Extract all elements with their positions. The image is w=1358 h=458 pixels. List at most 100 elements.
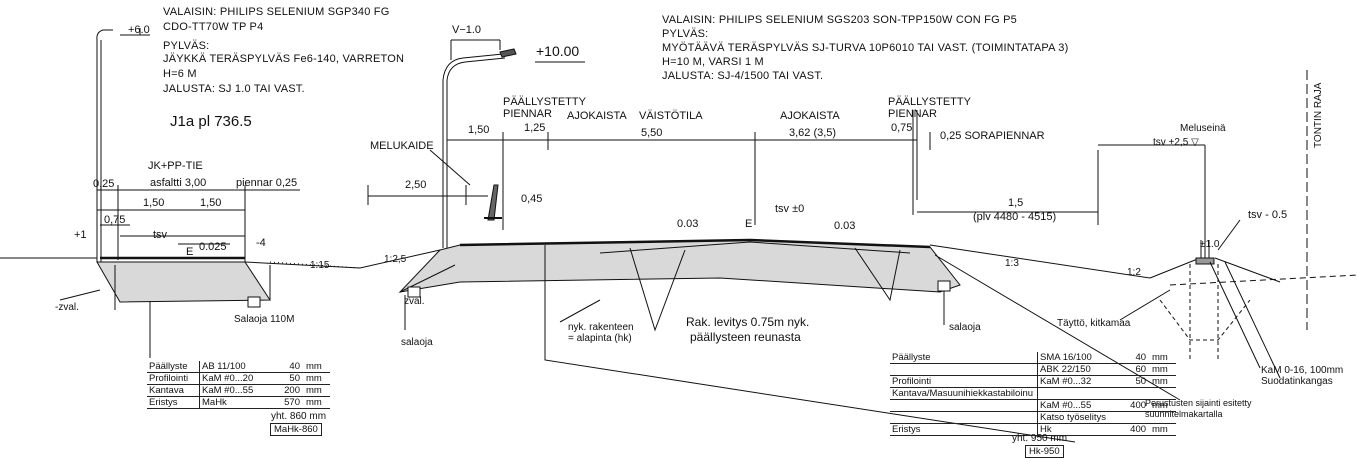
right-table-total: yht. 950 mm [1012, 433, 1068, 444]
main-road-structure [398, 239, 961, 293]
layer-unit: mm [1150, 399, 1177, 412]
meluseina-label: Meluseinä [1180, 123, 1226, 134]
nyk-rakenne-2: = alapinta (hk) [568, 333, 632, 344]
tsv-minus05: tsv - 0.5 [1248, 209, 1288, 221]
layer-val: 570 [276, 396, 304, 409]
perustus-note-2: suunnitelmakartalla [1145, 409, 1223, 419]
jk-pp-label: JK+PP-TIE [148, 160, 203, 172]
layer-mat: KaM #0...55 [199, 384, 276, 397]
suodatinkangas-label: Suodatinkangas [1261, 376, 1333, 387]
layer-mat: ABK 22/150 [1037, 363, 1115, 376]
left-lamp-valaisin: VALAISIN: PHILIPS SELENIUM SGP340 FG [163, 6, 390, 18]
left-table-total: yht. 860 mm [271, 411, 327, 422]
layer-mat: KaM #0...32 [1037, 375, 1115, 388]
layer-name: Kantava [147, 384, 200, 397]
layer-val: 60 [1114, 363, 1151, 376]
layer-unit: mm [304, 384, 330, 397]
plv-range: (plv 4480 - 4515) [973, 211, 1057, 223]
level-10: ±1.0 [1200, 239, 1220, 250]
layer-unit [1150, 411, 1177, 424]
layer-mat [1037, 387, 1115, 400]
rak-levitys-2: päällysteen reunasta [690, 330, 801, 344]
layer-unit: mm [304, 372, 330, 385]
layer-name: Päällyste [890, 352, 1039, 364]
ajokaista-left: AJOKAISTA [567, 110, 627, 122]
dim-075-right: 0,75 [891, 122, 913, 134]
paallystetty-right: PÄÄLLYSTETTY [888, 96, 971, 108]
layer-row: Kantava/Masuunihiekkastabiloinu [890, 387, 1177, 400]
right-lamp-height: H=10 M, VARSI 1 M [662, 56, 764, 68]
zval-left: -zval. [55, 302, 79, 313]
layer-unit: mm [304, 396, 330, 409]
slope-0025: 0.025 [199, 241, 227, 253]
layer-val [1114, 387, 1151, 400]
layer-val [1114, 411, 1151, 424]
layer-val: 200 [276, 384, 304, 397]
layer-unit: mm [1150, 352, 1177, 364]
layer-mat: Hk [1037, 423, 1115, 436]
salaoja-center: salaoja [401, 337, 433, 348]
e-center: E [745, 218, 753, 230]
dim-075-left: 0,75 [104, 214, 126, 226]
layer-name: Eristys [147, 396, 200, 409]
dim-150-a: 1,50 [143, 197, 165, 209]
slope-1-2: 1:2 [1127, 267, 1141, 278]
height-plus6: +6.0 [128, 24, 150, 36]
layer-name [890, 411, 1039, 424]
layer-unit: mm [1150, 375, 1177, 388]
left-lamp-height: H=6 M [163, 68, 197, 80]
left-lamp-jalusta: JALUSTA: SJ 1.0 TAI VAST. [163, 83, 305, 95]
layer-unit: mm [1150, 363, 1177, 376]
layer-mat: Katso työselitys [1037, 411, 1115, 424]
dim-150-top: 1,50 [468, 124, 490, 136]
dim-362: 3,62 (3,5) [789, 127, 837, 139]
level-plus1: +1 [74, 229, 87, 241]
layer-name: Päällyste [147, 361, 200, 373]
taytto-label: Täyttö, kitkamaa [1057, 318, 1131, 329]
nyk-rakenne-1: nyk. rakenteen [568, 322, 634, 333]
left-table-code: MaHk-860 [270, 423, 322, 436]
right-lamp-pylvas: MYÖTÄÄVÄ TERÄSPYLVÄS SJ-TURVA 10P6010 TA… [662, 42, 1069, 54]
right-lamp-jalusta: JALUSTA: SJ-4/1500 TAI VAST. [662, 70, 824, 82]
layer-val: 50 [1114, 375, 1151, 388]
vaistotila: VÄISTÖTILA [639, 110, 703, 122]
asfaltti-label: asfaltti 3,00 [150, 177, 207, 189]
station-label: J1a pl 736.5 [170, 113, 252, 130]
salaoja-right: salaoja [949, 322, 981, 333]
slope-1-3: 1:3 [1005, 258, 1019, 269]
layer-name: Kantava/Masuunihiekkastabiloinu [890, 387, 1039, 400]
melukaide-label: MELUKAIDE [370, 140, 434, 152]
dim-250: 2,50 [405, 179, 427, 191]
layer-name [890, 363, 1039, 376]
left-lamp-pylvas: JÄYKKÄ TERÄSPYLVÄS Fe6-140, VARRETON [163, 53, 405, 65]
paallystetty-left: PÄÄLLYSTETTY [503, 96, 586, 108]
left-lamp-pylvas-label: PYLVÄS: [163, 40, 210, 52]
slope-003-left: 0.03 [677, 218, 699, 230]
noise-wall-footing [1195, 257, 1215, 265]
level-minus4: -4 [256, 237, 266, 249]
ajokaista-right: AJOKAISTA [780, 110, 840, 122]
layer-unit: mm [1150, 423, 1177, 436]
layer-unit [1150, 387, 1177, 400]
layer-val: 400 [1114, 399, 1151, 412]
layer-mat: KaM #0...20 [199, 372, 276, 385]
layer-val: 50 [276, 372, 304, 385]
salaoja-110: Salaoja 110M [234, 314, 295, 325]
dim-125: 1,25 [524, 122, 546, 134]
layer-mat: KaM #0...55 [1037, 399, 1115, 412]
tsv-zero: tsv ±0 [775, 203, 805, 215]
tontin-raja: TONTIN RAJA [1313, 82, 1324, 148]
right-table-code: Hk-950 [1025, 445, 1064, 458]
kam016-label: KaM 0-16, 100mm [1261, 365, 1344, 376]
